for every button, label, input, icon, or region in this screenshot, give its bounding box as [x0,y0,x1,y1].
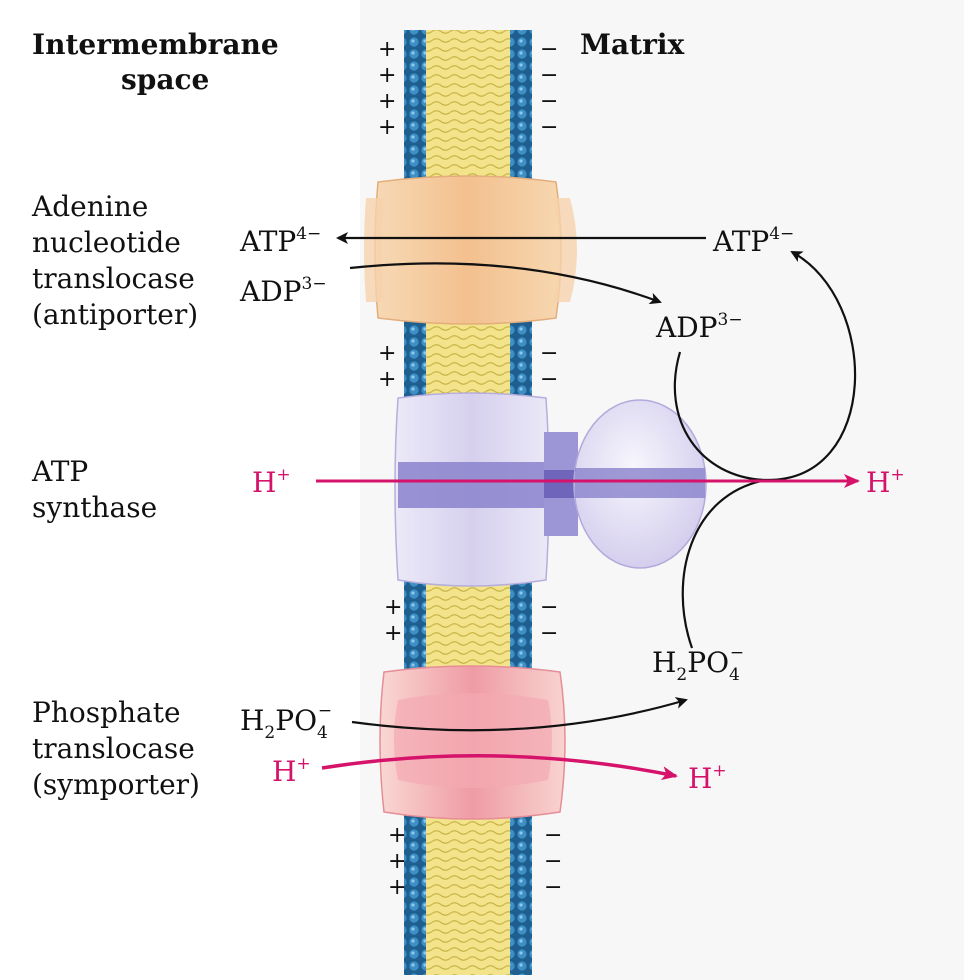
positive-sign: + [378,89,396,114]
label-proton-synthase-out: H+ [866,465,905,499]
label-proton-synthase-in: H+ [252,465,291,499]
svg-text:translocase: translocase [32,732,195,765]
negative-sign: − [540,621,558,646]
label-phosphate-intermembrane: H2PO4− [240,701,332,743]
label-adp-intermembrane: ADP3− [239,274,327,308]
negative-sign: − [540,367,558,392]
header-space: space [121,63,209,96]
positive-sign: + [378,341,396,366]
label-phosphate-matrix: H2PO4− [652,643,744,685]
phosphate-to-synthase-arrow [681,478,767,649]
negative-sign: − [544,875,562,900]
label-atp-synthase: ATP synthase [31,455,157,524]
negative-sign: − [544,849,562,874]
svg-text:ATP: ATP [31,455,88,488]
membrane-segment [404,30,532,190]
negative-sign: − [544,823,562,848]
membrane-segment [404,575,532,675]
negative-sign: − [540,595,558,620]
phosphate-translocase-protein [379,665,566,820]
membrane-segment [404,310,532,405]
positive-sign: + [388,875,406,900]
label-adp-matrix: ADP3− [655,310,743,344]
header-intermembrane: Intermembrane [32,28,279,61]
svg-text:synthase: synthase [32,491,157,524]
svg-text:(symporter): (symporter) [32,768,200,801]
positive-sign: + [378,37,396,62]
adenine-nucleotide-translocase-protein [364,175,577,325]
svg-text:nucleotide: nucleotide [32,226,181,259]
proton-symport-arrow [321,754,678,781]
svg-text:Adenine: Adenine [31,190,148,223]
positive-sign: + [378,367,396,392]
membrane-charge-signs: + + + + − − − − + + − − + + − − + + + − … [378,37,562,900]
label-phosphate-translocase: Phosphate translocase (symporter) [32,696,200,801]
positive-sign: + [384,595,402,620]
membrane-segment [404,810,532,975]
positive-sign: + [378,63,396,88]
atp-synthase-protein [394,392,707,587]
svg-text:Phosphate: Phosphate [32,696,181,729]
label-atp-matrix: ATP4− [712,224,794,258]
label-proton-symport-out: H+ [688,761,727,795]
positive-sign: + [384,621,402,646]
label-atp-intermembrane: ATP4− [239,224,321,258]
label-proton-symport-in: H+ [272,754,311,788]
negative-sign: − [540,89,558,114]
negative-sign: − [540,115,558,140]
adp-import-arrow [349,262,662,305]
svg-text:translocase: translocase [32,262,195,295]
header-matrix: Matrix [580,28,684,61]
negative-sign: − [540,341,558,366]
svg-text:(antiporter): (antiporter) [32,298,198,331]
positive-sign: + [388,823,406,848]
label-adenine-nucleotide-translocase: Adenine nucleotide translocase (antiport… [31,190,198,331]
negative-sign: − [540,37,558,62]
positive-sign: + [388,849,406,874]
positive-sign: + [378,115,396,140]
phosphate-import-arrow [351,697,688,732]
negative-sign: − [540,63,558,88]
adp-phosphorylation-arrow [673,251,857,482]
